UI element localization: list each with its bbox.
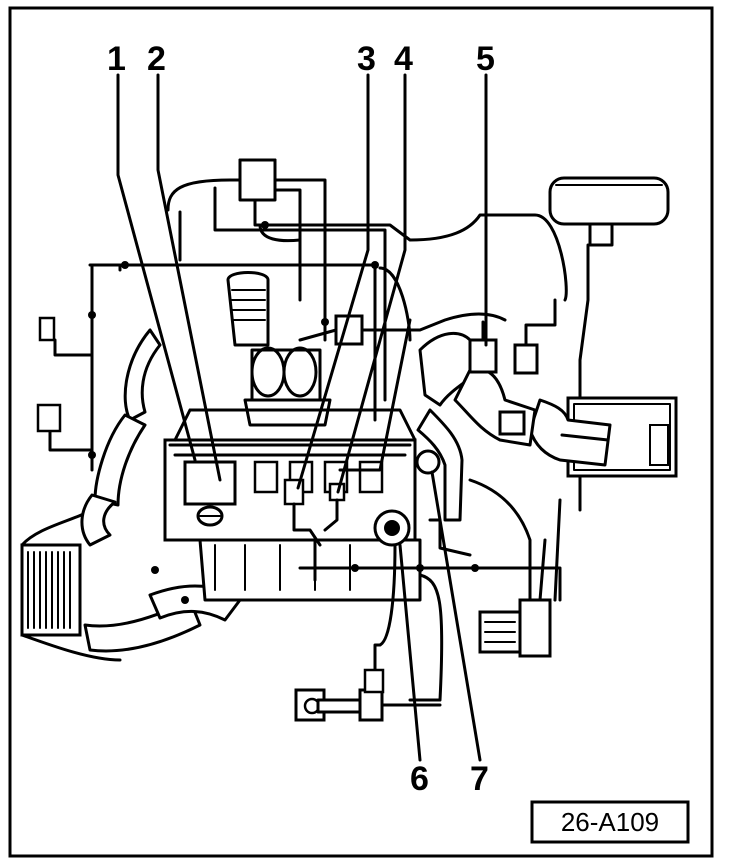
hose-clamps	[121, 221, 479, 604]
brake-servo-connection	[294, 668, 442, 722]
air-intake-housing	[528, 396, 678, 478]
left-vacuum-line	[36, 263, 96, 472]
callout-6: 6	[410, 760, 429, 798]
diagram-frame	[8, 6, 714, 858]
callout-7: 7	[470, 760, 489, 798]
reference-code-box: 26-A109	[530, 800, 690, 844]
callout-4: 4	[394, 40, 413, 78]
valve-5	[468, 320, 498, 374]
turbocharger	[226, 271, 332, 427]
valve-6	[373, 509, 411, 547]
callout-5: 5	[476, 40, 495, 78]
callout-3: 3	[357, 40, 376, 78]
callout-2: 2	[147, 40, 166, 78]
intercooler	[20, 503, 122, 662]
reference-code: 26-A109	[561, 807, 659, 837]
valve-7	[415, 449, 441, 475]
charge-air-hose-upper	[80, 328, 162, 547]
lower-vacuum-lines	[298, 478, 562, 702]
callout-1: 1	[107, 40, 126, 78]
leader-lines	[116, 73, 488, 762]
valve-right	[498, 298, 557, 436]
